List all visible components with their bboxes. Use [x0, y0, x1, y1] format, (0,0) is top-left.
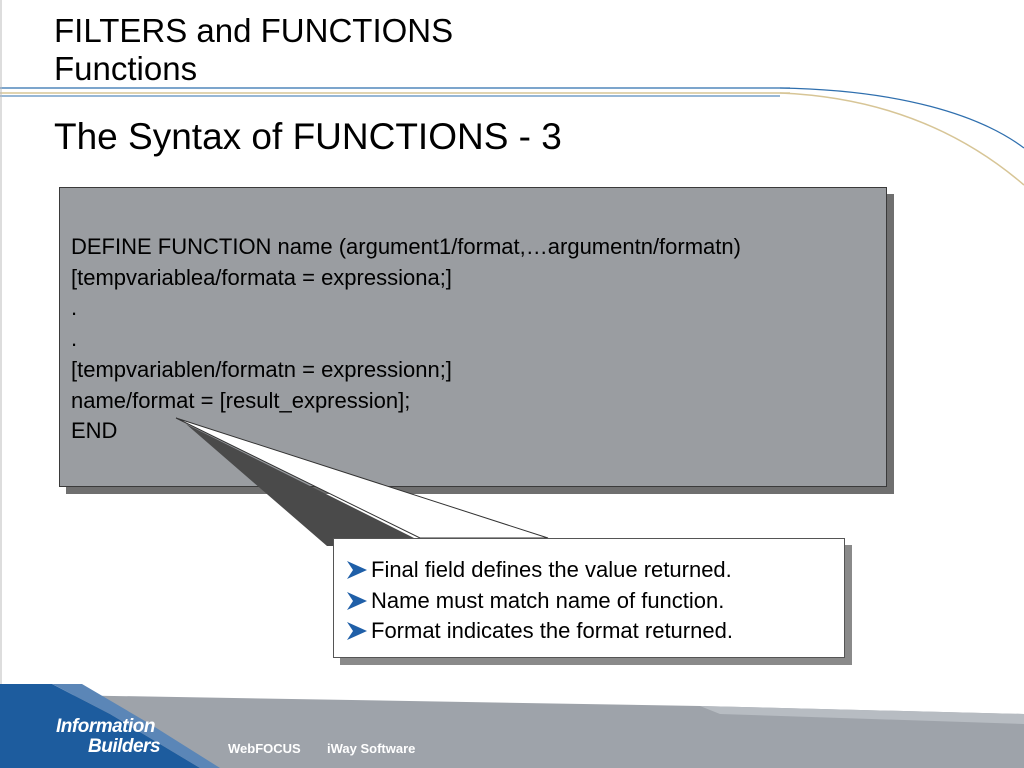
bullet-text: Final field defines the value returned.	[371, 557, 732, 582]
slide-title: The Syntax of FUNCTIONS - 3	[54, 116, 562, 157]
list-item: Name must match name of function.	[346, 586, 733, 617]
list-item: Format indicates the format returned.	[346, 616, 733, 647]
brand-iway: iWay Software	[327, 741, 416, 756]
arrow-bullet-icon	[347, 561, 367, 580]
bullet-text: Format indicates the format returned.	[371, 618, 733, 643]
code-line: DEFINE FUNCTION name (argument1/format,……	[71, 234, 741, 259]
code-line: .	[71, 295, 78, 321]
header-subtitle: Functions	[54, 50, 198, 87]
footer-band	[0, 684, 1024, 768]
code-line: [tempvariablea/formata = expressiona;]	[71, 264, 452, 290]
callout-bullets: Final field defines the value returned. …	[346, 555, 733, 647]
code-line: END	[71, 418, 118, 444]
arrow-bullet-icon	[347, 591, 367, 610]
bullet-text: Name must match name of function.	[371, 587, 725, 613]
code-line: name/format = [result_expression];	[71, 387, 411, 413]
header-title: FILTERS and FUNCTIONS	[54, 12, 454, 49]
code-box: DEFINE FUNCTION name (argument1/format,……	[59, 187, 887, 487]
arrow-bullet-icon	[347, 622, 367, 641]
logo-line2: Builders	[88, 736, 161, 757]
company-logo: Information Builders	[56, 716, 161, 757]
list-item: Final field defines the value returned.	[346, 555, 733, 586]
brand-webfocus: WebFOCUS	[228, 741, 301, 756]
code-lines: DEFINE FUNCTION name (argument1/format,……	[71, 232, 741, 447]
logo-line1: Information	[56, 716, 156, 737]
callout-box: Final field defines the value returned. …	[333, 538, 845, 658]
code-line: [tempvariablen/formatn = expressionn;]	[71, 356, 452, 382]
code-line: .	[71, 326, 78, 352]
